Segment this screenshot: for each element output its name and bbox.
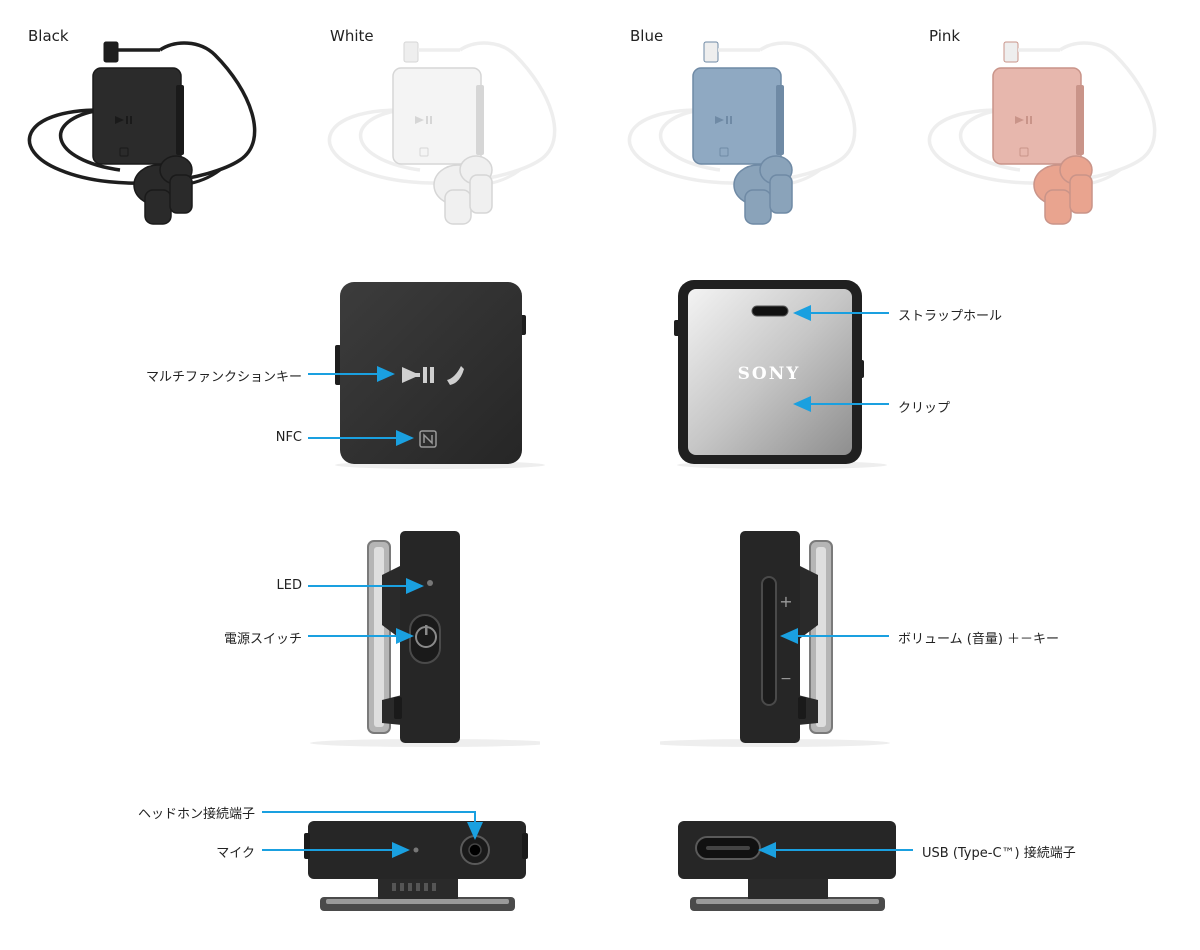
callout-volume-key: ボリューム (音量) ＋－キー [898,632,1060,647]
variant-image-blue [627,41,857,225]
variant-image-white [327,41,557,225]
variant-image-black [27,41,257,225]
color-label-white: White [330,27,374,45]
mic-hole-icon [413,847,419,853]
nfc-mark-icon [419,430,437,448]
callout-nfc: NFC [275,430,302,445]
callout-power-switch: 電源スイッチ [223,632,302,647]
volume-minus-mark: − [780,671,792,687]
color-label-black: Black [28,27,69,45]
color-variant-images [27,41,1157,225]
phone-icon [447,366,464,385]
callout-multifunction-key: マルチファンクションキー [145,370,302,385]
variant-image-pink [927,41,1157,225]
back-view-image: SONY [674,280,887,469]
strap-hole-icon [751,305,789,317]
sony-logo: SONY [738,364,801,384]
volume-rocker-icon [761,576,777,706]
volume-plus-mark: + [779,592,792,611]
led-indicator-icon [427,580,433,586]
arrow-headphone-jack [262,811,483,840]
callout-usb-port: USB (Type-C™) 接続端子 [922,846,1076,861]
color-label-blue: Blue [630,27,664,45]
callout-strap-hole: ストラップホール [898,309,1003,324]
front-view-image [335,282,545,469]
callout-clip: クリップ [898,401,951,416]
callout-headphone-jack: ヘッドホン接続端子 [137,807,255,822]
usb-c-port-icon [695,836,761,860]
play-pause-icon [402,367,434,383]
bottom-edge-view-image [678,821,896,911]
callout-led: LED [276,578,302,593]
callout-mic: マイク [216,846,255,861]
color-label-pink: Pink [929,27,961,45]
headphone-jack-icon [460,835,490,865]
